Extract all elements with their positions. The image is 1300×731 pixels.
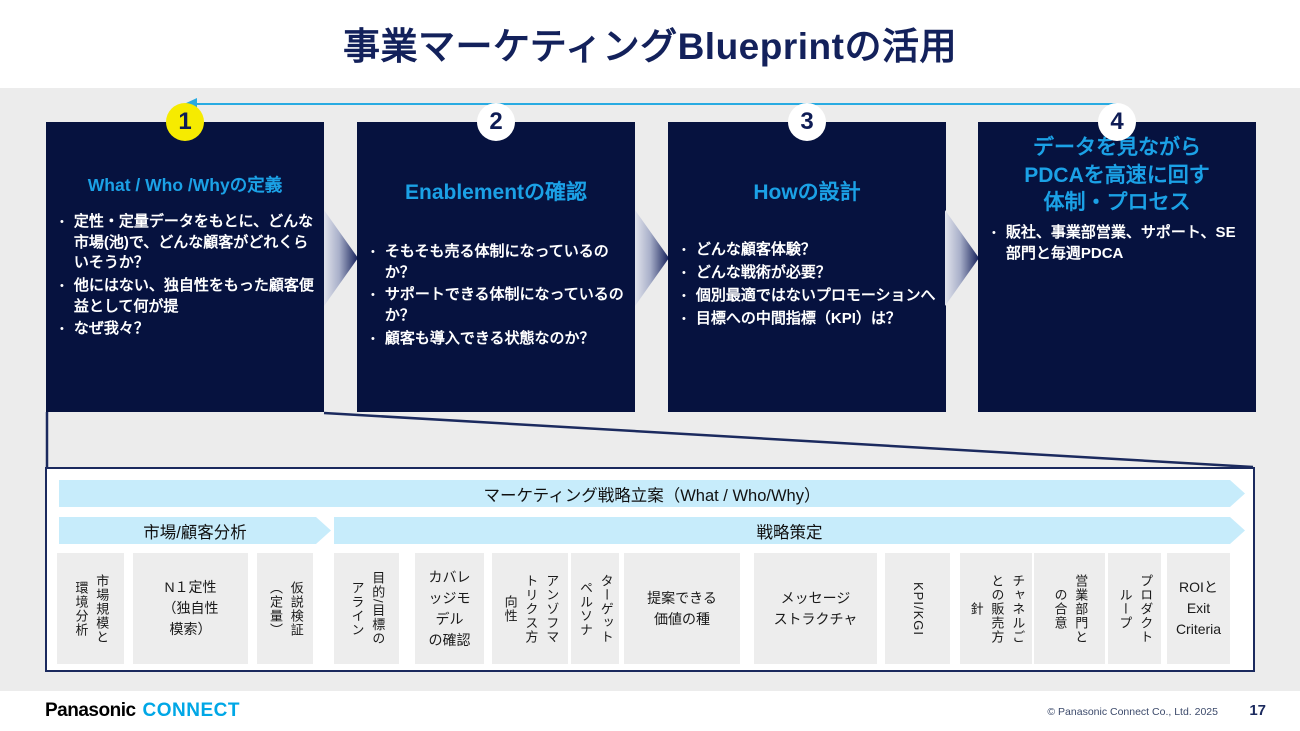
bullet-dot-icon: • bbox=[682, 313, 686, 325]
step-3-bullets: •どんな顧客体験？ •どんな戦術が必要？ •個別最適ではないプロモーションへ •… bbox=[668, 240, 946, 330]
bullet-item: •そもそも売る体制になっているのか？ bbox=[371, 242, 625, 283]
bullet-dot-icon: • bbox=[371, 332, 375, 345]
bullet-dot-icon: • bbox=[682, 244, 686, 256]
bullet-dot-icon: • bbox=[60, 323, 64, 336]
logo-panasonic-text: Panasonic bbox=[45, 700, 136, 721]
step-4-title: データを見ながら PDCAを高速に回す 体制・プロセス bbox=[1024, 136, 1210, 215]
page-number: 17 bbox=[1249, 702, 1266, 719]
panasonic-connect-logo: Panasonic CONNECT bbox=[45, 700, 240, 722]
bullet-dot-icon: • bbox=[371, 246, 375, 258]
bullet-dot-icon: • bbox=[371, 289, 375, 302]
chevron-right-icon bbox=[945, 210, 979, 306]
flow-card-value-seeds: 提案できる 価値の種 bbox=[624, 553, 740, 664]
bullet-item: •定性・定量データをもとに、どんな市場(池)で、どんな顧客がどれくらいそうか？ bbox=[60, 212, 314, 274]
bullet-dot-icon: • bbox=[992, 227, 996, 240]
banner-label: 市場/顧客分析 bbox=[143, 523, 247, 542]
step-2-badge: 2 bbox=[477, 103, 515, 141]
flow-card-kpi-kgi: KPI/KGI bbox=[885, 553, 950, 664]
flow-card-roi-exit-criteria: ROIと Exit Criteria bbox=[1167, 553, 1230, 664]
step-box-2: 2 Enablementの確認 •そもそも売る体制になっているのか？ •サポート… bbox=[357, 103, 635, 412]
step-4-bullets: •販社、事業部営業、サポート、SE部門と毎週PDCA bbox=[978, 223, 1256, 264]
banner-marketing-strategy: マーケティング戦略立案（What / Who/Why） bbox=[59, 480, 1245, 507]
flow-card-hypothesis-test: 仮説検証 （定量） bbox=[257, 553, 313, 664]
bullet-dot-icon: • bbox=[682, 290, 686, 302]
logo-connect-text: CONNECT bbox=[142, 700, 240, 721]
bullet-dot-icon: • bbox=[60, 216, 64, 228]
bullet-item: •目標への中間指標（KPI）は？ bbox=[682, 309, 936, 330]
bullet-item: •顧客も導入できる状態なのか？ bbox=[371, 329, 625, 350]
bullet-item: •サポートできる体制になっているのか？ bbox=[371, 285, 625, 326]
flow-card-goal-align: 目的/目標の アライン bbox=[334, 553, 399, 664]
chevron-right-icon bbox=[635, 210, 669, 306]
flow-card-product-loop: プロダクト ループ bbox=[1108, 553, 1161, 664]
bullet-dot-icon: • bbox=[682, 267, 686, 279]
bullet-item: •なぜ我々？ bbox=[60, 319, 314, 340]
banner-strategy-planning: 戦略策定 bbox=[334, 517, 1245, 544]
step-1-bullets: •定性・定量データをもとに、どんな市場(池)で、どんな顧客がどれくらいそうか？ … bbox=[46, 212, 324, 340]
step-1-title: What / Who /Whyの定義 bbox=[87, 175, 283, 195]
step-box-1: 1 What / Who /Whyの定義 •定性・定量データをもとに、どんな市場… bbox=[46, 103, 324, 412]
zoom-line-diagonal bbox=[323, 411, 1254, 469]
step-2-title: Enablementの確認 bbox=[404, 181, 588, 204]
step-4-badge: 4 bbox=[1098, 103, 1136, 141]
slide-footer: Panasonic CONNECT © Panasonic Connect Co.… bbox=[0, 691, 1300, 731]
bullet-item: •どんな戦術が必要？ bbox=[682, 263, 936, 284]
flow-card-coverage-model: カバレ ッジモ デル の確認 bbox=[415, 553, 484, 664]
bullet-item: •個別最適ではないプロモーションへ bbox=[682, 286, 936, 307]
step-3-badge: 3 bbox=[788, 103, 826, 141]
chevron-right-icon bbox=[324, 210, 358, 306]
flow-card-message-structure: メッセージ ストラクチャ bbox=[754, 553, 877, 664]
step-1-badge: 1 bbox=[166, 103, 204, 141]
flow-card-channel-policy: チャネルご との販売方 針 bbox=[960, 553, 1032, 664]
bullet-item: •どんな顧客体験？ bbox=[682, 240, 936, 261]
bullet-dot-icon: • bbox=[60, 280, 64, 293]
step-2-bullets: •そもそも売る体制になっているのか？ •サポートできる体制になっているのか？ •… bbox=[357, 242, 635, 350]
step-box-4: 4 データを見ながら PDCAを高速に回す 体制・プロセス •販社、事業部営業、… bbox=[978, 103, 1256, 412]
flow-card-market-scale: 市場規模と 環境分析 bbox=[57, 553, 124, 664]
bullet-item: •販社、事業部営業、サポート、SE部門と毎週PDCA bbox=[992, 223, 1246, 264]
flow-card-sales-agreement: 営業部門と の合意 bbox=[1034, 553, 1105, 664]
banner-label: 戦略策定 bbox=[756, 523, 823, 542]
flow-card-n1-qualitative: N１定性 （独自性 模索） bbox=[133, 553, 248, 664]
flow-card-target-persona: ターゲット ペルソナ bbox=[571, 553, 619, 664]
banner-market-customer-analysis: 市場/顧客分析 bbox=[59, 517, 331, 544]
slide-body: 1 What / Who /Whyの定義 •定性・定量データをもとに、どんな市場… bbox=[0, 88, 1300, 691]
step-3-title: Howの設計 bbox=[753, 181, 861, 204]
bullet-item: •他にはない、独自性をもった顧客便益として何が提 bbox=[60, 276, 314, 317]
banner-label: マーケティング戦略立案（What / Who/Why） bbox=[483, 486, 821, 505]
flow-card-ansoff-matrix: アンゾフマ トリクス方 向性 bbox=[492, 553, 568, 664]
slide-title: 事業マーケティングBlueprintの活用 bbox=[343, 26, 957, 67]
step-box-3: 3 Howの設計 •どんな顧客体験？ •どんな戦術が必要？ •個別最適ではないプ… bbox=[668, 103, 946, 412]
blueprint-detail-panel: マーケティング戦略立案（What / Who/Why） 市場/顧客分析 戦略策定… bbox=[45, 467, 1255, 672]
copyright-text: © Panasonic Connect Co., Ltd. 2025 bbox=[1047, 706, 1218, 718]
